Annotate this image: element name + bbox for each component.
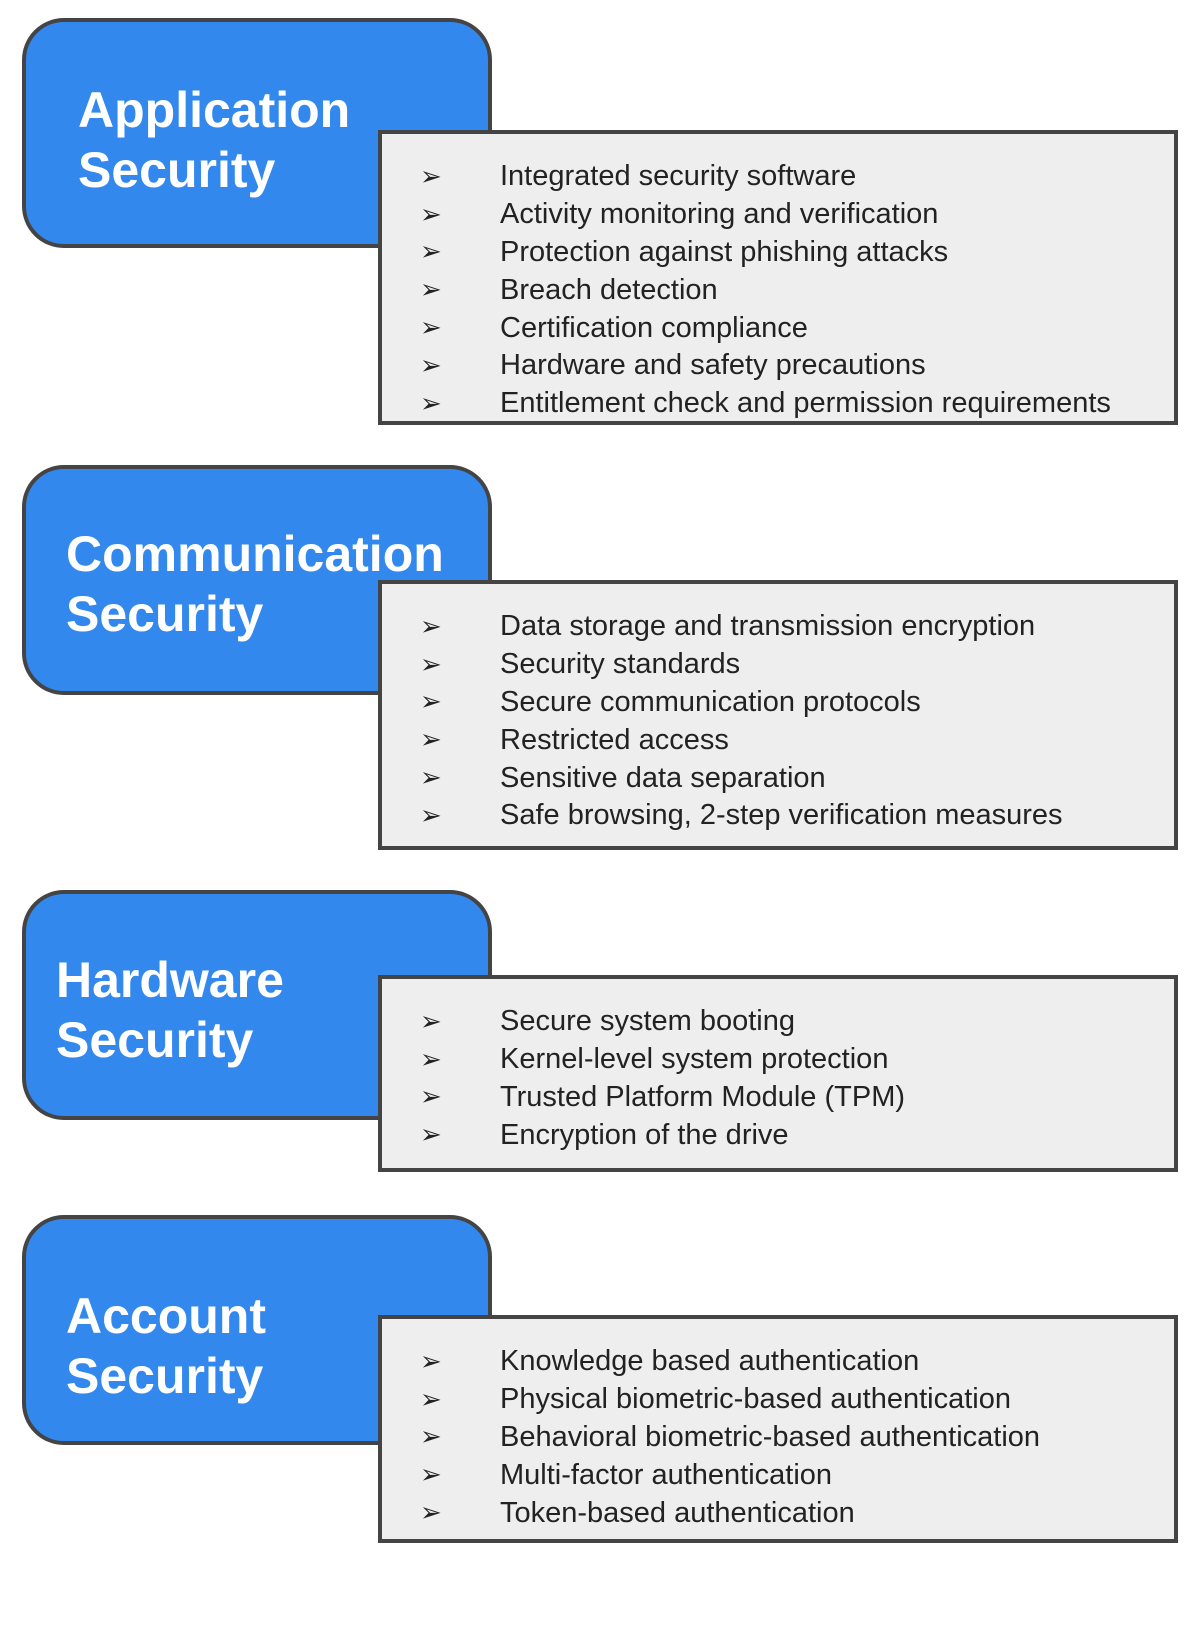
list-item: ➢ Secure system booting [420,1003,905,1041]
item-list: ➢ Knowledge based authentication ➢ Physical… [420,1343,1040,1532]
items-panel-account: ➢ Knowledge based authentication ➢ Physical… [378,1315,1178,1543]
arrow-bullet-icon: ➢ [420,763,442,794]
category-title: Hardware Security [56,952,284,1068]
arrow-bullet-icon: ➢ [420,649,442,680]
list-item: ➢ Sensitive data separation [420,759,1063,797]
list-item: ➢ Hardware and safety precautions [420,347,1111,385]
list-item-text: Entitlement check and permission require… [500,387,1111,420]
list-item-text: Trusted Platform Module (TPM) [500,1080,906,1113]
items-panel-application: ➢ Integrated security software ➢ Activity m… [378,130,1178,425]
list-item: ➢ Physical biometric-based authentication [420,1381,1040,1419]
arrow-bullet-icon: ➢ [420,1384,442,1415]
list-item-text: Kernel-level system protection [500,1043,889,1076]
arrow-bullet-icon: ➢ [420,687,442,718]
arrow-bullet-icon: ➢ [420,313,442,344]
arrow-bullet-icon: ➢ [420,1346,442,1377]
list-item-text: Data storage and transmission encryption [500,610,1036,643]
list-item: ➢ Activity monitoring and verification [420,196,1111,234]
items-panel-hardware: ➢ Secure system booting ➢ Kernel-level syst… [378,975,1178,1172]
list-item: ➢ Knowledge based authentication [420,1343,1040,1381]
list-item-text: Secure communication protocols [500,685,921,718]
list-item-text: Knowledge based authentication [500,1345,920,1378]
list-item: ➢ Security standards [420,646,1063,684]
list-item-text: Multi-factor authentication [500,1458,833,1491]
items-panel-communication: ➢ Data storage and transmission encryptio… [378,580,1178,850]
list-item-text: Certification compliance [500,311,808,344]
list-item-text: Token-based authentication [500,1496,855,1529]
list-item: ➢ Data storage and transmission encryptio… [420,608,1063,646]
list-item: ➢ Behavioral biometric-based authenticati… [420,1419,1040,1457]
arrow-bullet-icon: ➢ [420,1460,442,1491]
arrow-bullet-icon: ➢ [420,1006,442,1037]
arrow-bullet-icon: ➢ [420,1498,442,1529]
arrow-bullet-icon: ➢ [420,800,442,831]
list-item-text: Breach detection [500,273,718,306]
list-item: ➢ Secure communication protocols [420,684,1063,722]
arrow-bullet-icon: ➢ [420,161,442,192]
item-list: ➢ Integrated security software ➢ Activity m… [420,158,1111,423]
arrow-bullet-icon: ➢ [420,611,442,642]
item-list: ➢ Data storage and transmission encryptio… [420,608,1063,835]
list-item: ➢ Safe browsing, 2-step verification meas… [420,797,1063,835]
arrow-bullet-icon: ➢ [420,388,442,419]
list-item: ➢ Multi-factor authentication [420,1456,1040,1494]
category-title: Communication Security [66,526,444,642]
list-item: ➢ Kernel-level system protection [420,1041,905,1079]
item-list: ➢ Secure system booting ➢ Kernel-level syst… [420,1003,905,1154]
list-item: ➢ Breach detection [420,271,1111,309]
list-item-text: Restricted access [500,723,729,756]
list-item: ➢ Encryption of the drive [420,1116,905,1154]
list-item: ➢ Token-based authentication [420,1494,1040,1532]
list-item: ➢ Trusted Platform Module (TPM) [420,1079,905,1117]
list-item: ➢ Restricted access [420,721,1063,759]
list-item-text: Integrated security software [500,160,857,193]
category-title: Application Security [78,82,351,198]
list-item-text: Sensitive data separation [500,761,826,794]
list-item-text: Protection against phishing attacks [500,235,949,268]
arrow-bullet-icon: ➢ [420,725,442,756]
list-item: ➢ Integrated security software [420,158,1111,196]
list-item-text: Behavioral biometric-based authenticatio… [500,1420,1041,1453]
arrow-bullet-icon: ➢ [420,1120,442,1151]
list-item-text: Physical biometric-based authentication [500,1383,1011,1416]
arrow-bullet-icon: ➢ [420,1422,442,1453]
arrow-bullet-icon: ➢ [420,1082,442,1113]
arrow-bullet-icon: ➢ [420,199,442,230]
list-item-text: Secure system booting [500,1005,795,1038]
arrow-bullet-icon: ➢ [420,350,442,381]
arrow-bullet-icon: ➢ [420,275,442,306]
list-item: ➢ Certification compliance [420,309,1111,347]
list-item-text: Activity monitoring and verification [500,198,939,231]
category-title: Account Security [66,1288,266,1404]
list-item-text: Encryption of the drive [500,1118,789,1151]
list-item-text: Hardware and safety precautions [500,349,926,382]
category-tab-communication: Communication Security [22,465,492,695]
list-item-text: Safe browsing, 2-step verification measu… [500,799,1063,832]
list-item: ➢ Protection against phishing attacks [420,234,1111,272]
arrow-bullet-icon: ➢ [420,237,442,268]
arrow-bullet-icon: ➢ [420,1044,442,1075]
list-item: ➢ Entitlement check and permission requir… [420,385,1111,423]
list-item-text: Security standards [500,648,741,681]
